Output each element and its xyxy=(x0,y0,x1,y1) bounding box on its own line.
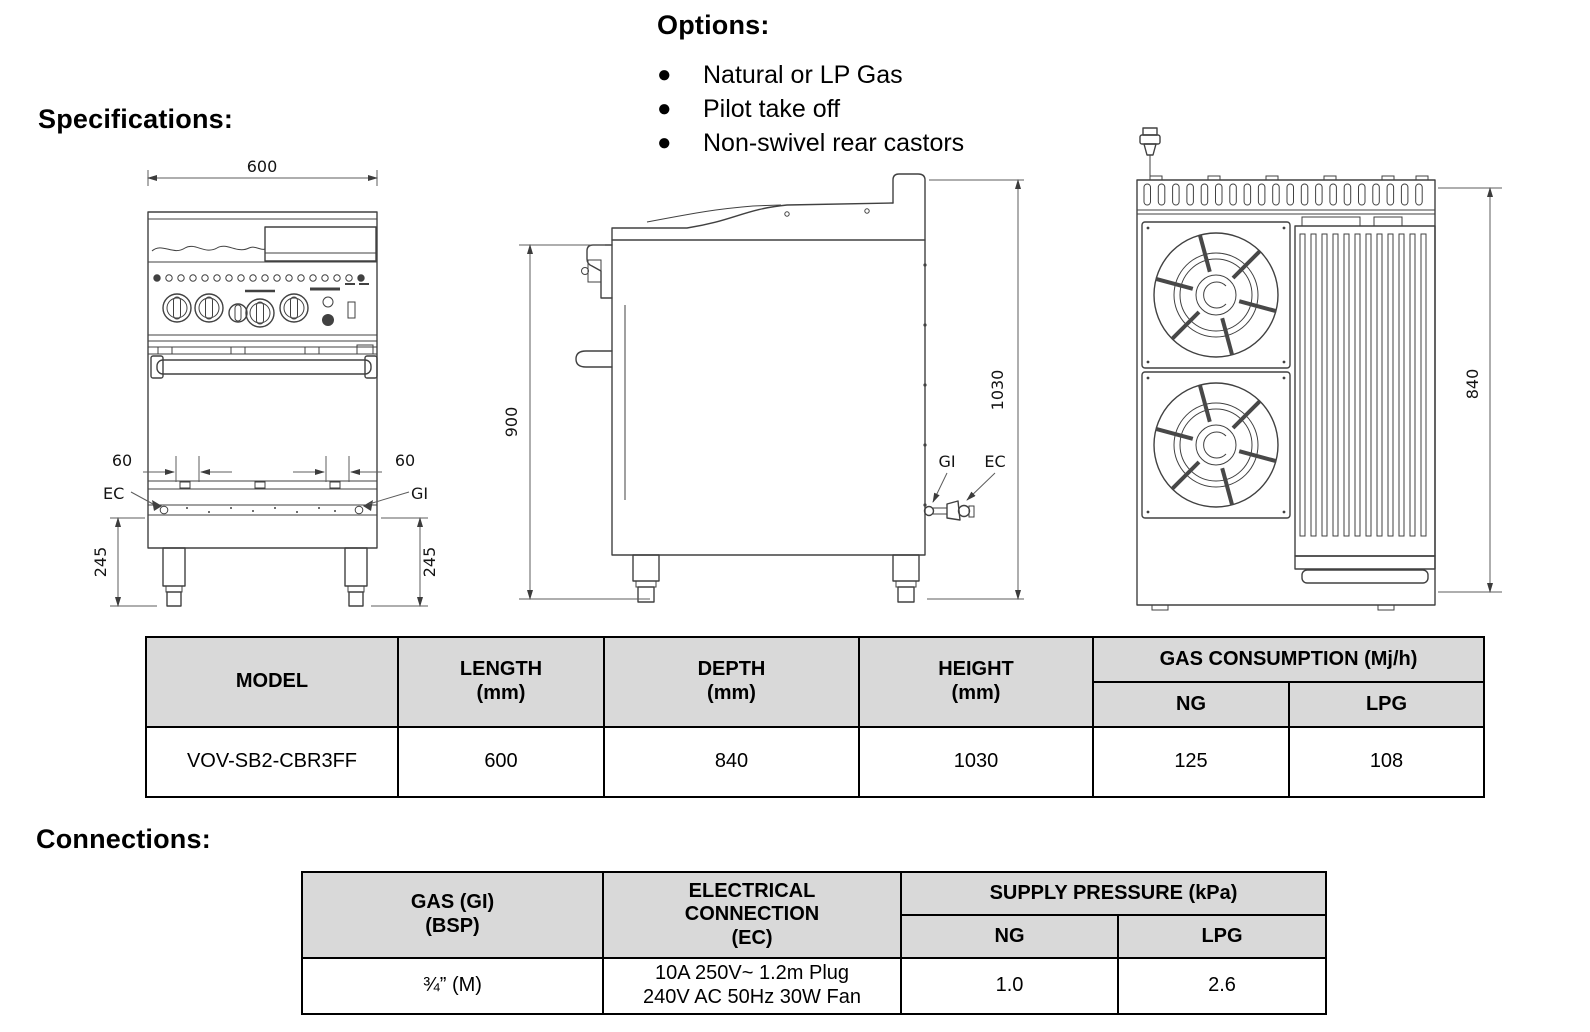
dim-top-840: 840 xyxy=(1438,187,1502,593)
spec-value-length: 600 xyxy=(397,726,605,798)
spec-header-height: HEIGHT (mm) xyxy=(858,636,1094,728)
spec-value-depth: 840 xyxy=(603,726,860,798)
open-burner-2 xyxy=(1141,371,1291,519)
base-strip xyxy=(148,500,377,516)
spec-header-gas-consumption: GAS CONSUMPTION (Mj/h) xyxy=(1091,636,1486,683)
conn-value-electrical: 10A 250V~ 1.2m Plug 240V AC 50Hz 30W Fan xyxy=(602,957,902,1015)
front-body-outline xyxy=(147,211,378,549)
conn-value-ng: 1.0 xyxy=(900,957,1119,1015)
control-knobs xyxy=(162,283,369,328)
dim-side-900: 900 xyxy=(502,244,650,600)
power-plug-icon xyxy=(1139,127,1161,180)
list-item: ●Non-swivel rear castors xyxy=(655,126,964,160)
svg-text:245: 245 xyxy=(91,547,110,578)
table-row: VOV-SB2-CBR3FF 600 840 1030 125 108 xyxy=(145,726,1486,798)
svg-text:840: 840 xyxy=(1463,369,1482,400)
svg-text:EC: EC xyxy=(103,484,124,503)
spec-table: MODEL LENGTH (mm) DEPTH (mm) HEIGHT (mm)… xyxy=(145,636,1486,798)
dim-offset-right: 60 xyxy=(293,451,415,482)
side-body-outline xyxy=(575,173,927,556)
specifications-heading: Specifications: xyxy=(38,104,234,134)
gi-ec-connector xyxy=(923,500,975,521)
conn-header-gas: GAS (GI) (BSP) xyxy=(301,871,604,959)
char-grill-top xyxy=(264,226,377,262)
svg-text:600: 600 xyxy=(247,157,278,176)
conn-header-ng: NG xyxy=(900,914,1119,959)
svg-text:245: 245 xyxy=(420,547,439,578)
ec-connection-point xyxy=(159,505,169,515)
front-legs xyxy=(162,547,368,607)
char-grill-plate xyxy=(1294,216,1436,584)
dim-leg-right: 245 xyxy=(371,517,439,607)
svg-text:60: 60 xyxy=(395,451,415,470)
spec-header-model: MODEL xyxy=(145,636,399,728)
svg-text:1030: 1030 xyxy=(988,370,1007,411)
top-feet-tabs xyxy=(1151,604,1395,611)
options-heading: Options: xyxy=(657,10,770,40)
dim-offset-left: 60 xyxy=(112,451,232,482)
control-panel-profile xyxy=(586,244,613,299)
svg-text:60: 60 xyxy=(112,451,132,470)
spec-value-height: 1030 xyxy=(858,726,1094,798)
spec-header-ng: NG xyxy=(1092,681,1290,728)
front-elevation-drawing: 600 xyxy=(91,157,439,607)
pilot-light xyxy=(322,296,334,308)
spec-value-ng: 125 xyxy=(1092,726,1290,798)
conn-value-gas: ¾” (M) xyxy=(301,957,604,1015)
bullet-icon: ● xyxy=(657,129,672,156)
oven-door xyxy=(148,334,378,490)
spec-value-model: VOV-SB2-CBR3FF xyxy=(145,726,399,798)
spec-header-depth: DEPTH (mm) xyxy=(603,636,860,728)
conn-header-supply-pressure: SUPPLY PRESSURE (kPa) xyxy=(900,871,1327,916)
spec-header-lpg: LPG xyxy=(1287,681,1486,728)
rear-vent-slots xyxy=(1143,183,1423,206)
connections-heading: Connections: xyxy=(36,824,211,854)
dim-front-width: 600 xyxy=(147,157,378,186)
side-elevation-drawing: GI EC 900 1030 xyxy=(502,173,1024,603)
top-body-outline xyxy=(1136,175,1436,606)
ignition-button xyxy=(322,314,334,326)
open-burner-1 xyxy=(1141,221,1291,369)
label-ec: EC xyxy=(103,484,154,505)
spec-header-length: LENGTH (mm) xyxy=(397,636,605,728)
svg-text:EC: EC xyxy=(984,452,1005,471)
svg-text:GI: GI xyxy=(411,484,428,503)
door-handle-side xyxy=(575,350,613,368)
bullet-icon: ● xyxy=(657,61,672,88)
options-list: ●Natural or LP Gas ●Pilot take off ●Non-… xyxy=(655,58,964,160)
connections-table: GAS (GI) (BSP) ELECTRICAL CONNECTION (EC… xyxy=(301,871,1327,1015)
label-gi-side: GI xyxy=(932,452,956,503)
conn-value-lpg: 2.6 xyxy=(1117,957,1327,1015)
burner-trivet-profile xyxy=(151,245,266,252)
list-item: ●Pilot take off xyxy=(655,92,964,126)
dim-side-1030: 1030 xyxy=(927,179,1024,600)
top-plan-view-drawing: 840 xyxy=(1136,127,1502,611)
gi-connection-point xyxy=(354,505,364,515)
list-item: ●Natural or LP Gas xyxy=(655,58,964,92)
power-switch xyxy=(347,301,356,319)
label-ec-side: EC xyxy=(966,452,1006,501)
side-legs xyxy=(632,554,920,603)
label-gi: GI xyxy=(368,484,428,505)
conn-header-lpg: LPG xyxy=(1117,914,1327,959)
dim-leg-left: 245 xyxy=(91,517,157,607)
conn-header-electrical: ELECTRICAL CONNECTION (EC) xyxy=(602,871,902,959)
oven-door-handle xyxy=(156,359,372,375)
back-splash-column xyxy=(892,173,926,241)
svg-text:GI: GI xyxy=(938,452,955,471)
table-row: ¾” (M) 10A 250V~ 1.2m Plug 240V AC 50Hz … xyxy=(301,957,1327,1015)
spec-value-lpg: 108 xyxy=(1287,726,1486,798)
vent-holes xyxy=(153,274,365,282)
svg-text:900: 900 xyxy=(502,407,521,438)
bullet-icon: ● xyxy=(657,95,672,122)
